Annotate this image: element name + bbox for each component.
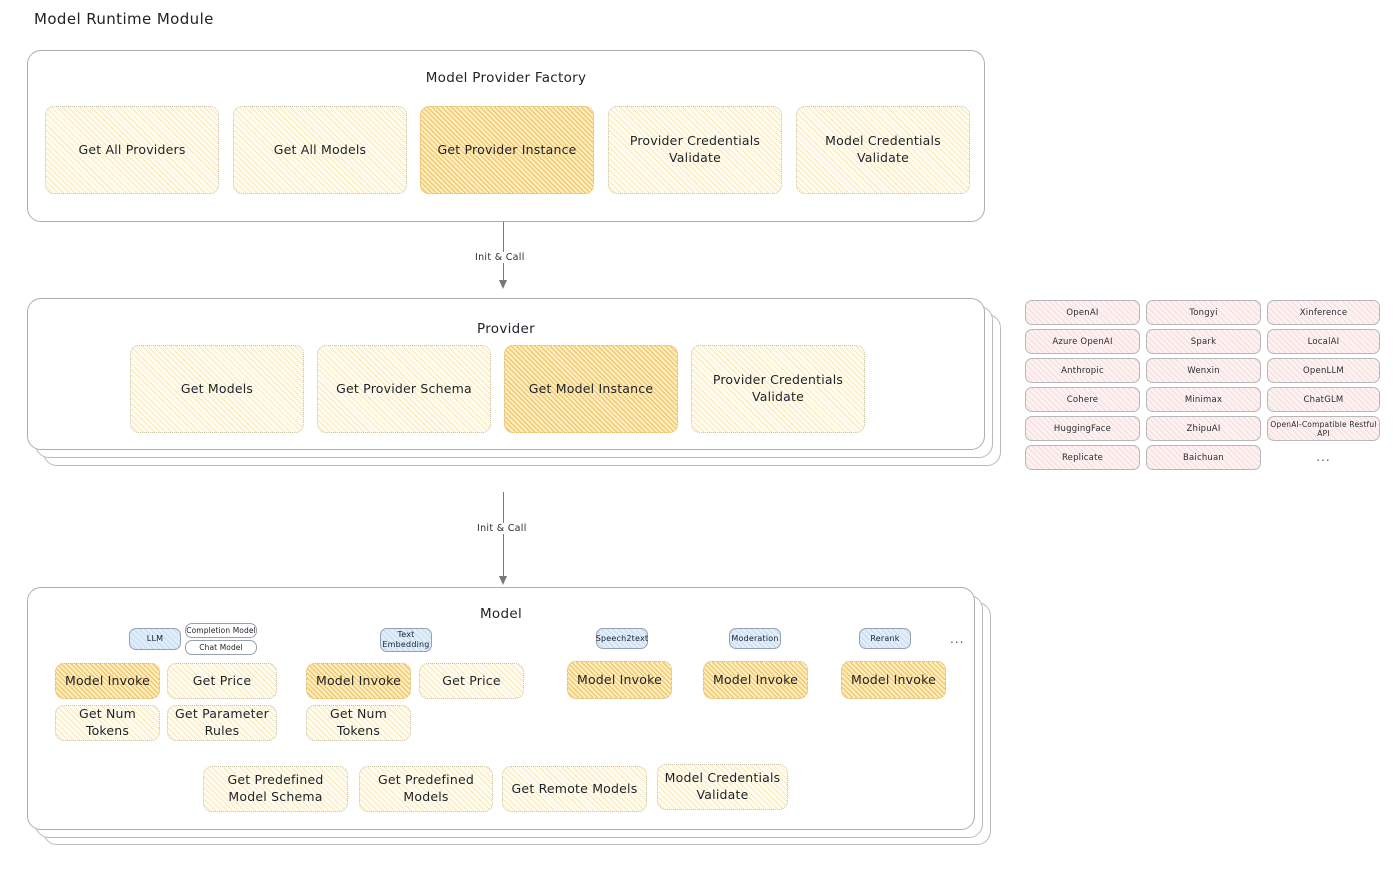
model-text-embedding-method-get-num-tokens[interactable]: Get Num Tokens [306, 705, 411, 741]
provider-chip-openai[interactable]: OpenAI [1025, 300, 1140, 325]
factory-node-get-provider-instance[interactable]: Get Provider Instance [420, 106, 594, 194]
page-title: Model Runtime Module [34, 10, 214, 28]
provider-chip-anthropic[interactable]: Anthropic [1025, 358, 1140, 383]
provider-chip-huggingface[interactable]: HuggingFace [1025, 416, 1140, 441]
provider-list: OpenAI Azure OpenAI Anthropic Cohere Hug… [1025, 300, 1380, 475]
provider-chip-zhipuai[interactable]: ZhipuAI [1146, 416, 1261, 441]
model-llm-method-get-num-tokens[interactable]: Get Num Tokens [55, 705, 160, 741]
provider-chip-replicate[interactable]: Replicate [1025, 445, 1140, 470]
factory-node-get-all-models[interactable]: Get All Models [233, 106, 407, 194]
model-rerank-method-model-invoke[interactable]: Model Invoke [841, 661, 946, 699]
model-type-badge-text-embedding[interactable]: Text Embedding [380, 628, 432, 652]
factory-node-model-credentials-validate[interactable]: Model Credentials Validate [796, 106, 970, 194]
model-title: Model [479, 606, 523, 622]
model-type-badge-moderation[interactable]: Moderation [729, 628, 781, 649]
model-type-badge-llm[interactable]: LLM [129, 628, 181, 650]
model-provider-factory-title: Model Provider Factory [425, 70, 587, 86]
provider-chip-minimax[interactable]: Minimax [1146, 387, 1261, 412]
model-text-embedding-method-get-price[interactable]: Get Price [419, 663, 524, 699]
provider-chip-spark[interactable]: Spark [1146, 329, 1261, 354]
model-moderation-method-model-invoke[interactable]: Model Invoke [703, 661, 808, 699]
model-type-badge-speech2text[interactable]: Speech2text [596, 628, 648, 649]
model-llm-method-get-price[interactable]: Get Price [167, 663, 277, 699]
model-shared-method-model-credentials-validate[interactable]: Model Credentials Validate [657, 764, 788, 810]
model-llm-method-model-invoke[interactable]: Model Invoke [55, 663, 160, 699]
arrow-provider-to-model-head [499, 576, 507, 585]
factory-node-provider-credentials-validate[interactable]: Provider Credentials Validate [608, 106, 782, 194]
provider-chip-tongyi[interactable]: Tongyi [1146, 300, 1261, 325]
arrow-factory-to-provider-label: Init & Call [471, 252, 529, 263]
model-shared-method-get-predefined-models[interactable]: Get Predefined Models [359, 766, 493, 812]
provider-chip-xinference[interactable]: Xinference [1267, 300, 1380, 325]
model-type-badge-rerank[interactable]: Rerank [859, 628, 911, 649]
arrow-factory-to-provider-head [499, 280, 507, 289]
provider-chip-cohere[interactable]: Cohere [1025, 387, 1140, 412]
provider-chip-baichuan[interactable]: Baichuan [1146, 445, 1261, 470]
model-text-embedding-method-model-invoke[interactable]: Model Invoke [306, 663, 411, 699]
model-shared-method-get-predefined-model-schema[interactable]: Get Predefined Model Schema [203, 766, 348, 812]
factory-node-get-all-providers[interactable]: Get All Providers [45, 106, 219, 194]
model-subchip-completion-model[interactable]: Completion Model [185, 623, 257, 638]
provider-title: Provider [477, 321, 535, 337]
provider-chip-openai-compatible-restful-api[interactable]: OpenAI-Compatible Restful API [1267, 416, 1380, 441]
provider-chip-wenxin[interactable]: Wenxin [1146, 358, 1261, 383]
provider-chip-localai[interactable]: LocalAI [1267, 329, 1380, 354]
arrow-provider-to-model-label: Init & Call [473, 523, 531, 534]
provider-chip-openllm[interactable]: OpenLLM [1267, 358, 1380, 383]
model-speech2text-method-model-invoke[interactable]: Model Invoke [567, 661, 672, 699]
model-shared-method-get-remote-models[interactable]: Get Remote Models [502, 766, 647, 812]
arrow-provider-to-model-line [503, 492, 505, 580]
provider-node-get-models[interactable]: Get Models [130, 345, 304, 433]
model-types-more-ellipsis: ... [950, 632, 965, 646]
provider-chip-azure-openai[interactable]: Azure OpenAI [1025, 329, 1140, 354]
model-llm-method-get-parameter-rules[interactable]: Get Parameter Rules [167, 705, 277, 741]
provider-list-more-ellipsis: ... [1316, 450, 1331, 464]
provider-chip-chatglm[interactable]: ChatGLM [1267, 387, 1380, 412]
provider-node-provider-credentials-validate[interactable]: Provider Credentials Validate [691, 345, 865, 433]
provider-node-get-provider-schema[interactable]: Get Provider Schema [317, 345, 491, 433]
model-subchip-chat-model[interactable]: Chat Model [185, 640, 257, 655]
provider-node-get-model-instance[interactable]: Get Model Instance [504, 345, 678, 433]
